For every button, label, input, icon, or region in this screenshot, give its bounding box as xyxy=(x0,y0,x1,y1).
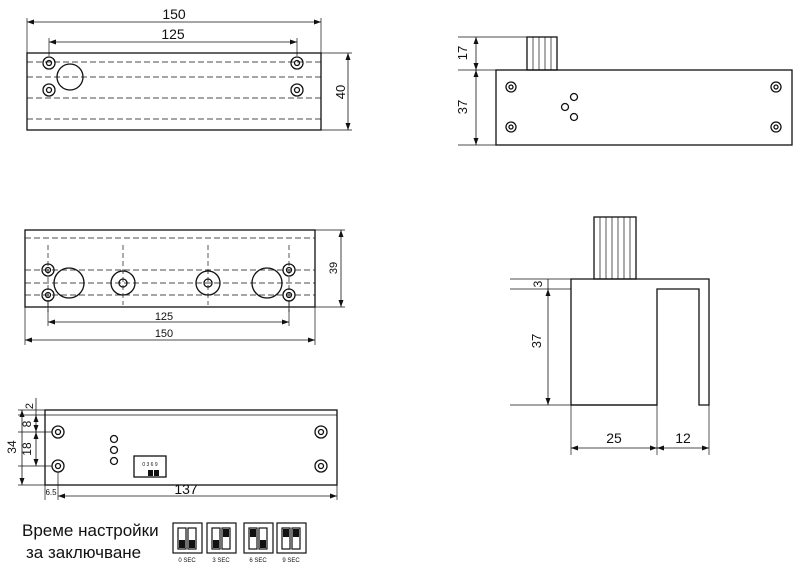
side-view xyxy=(458,36,793,146)
bottom-view-width-label: 150 xyxy=(155,328,173,340)
dip-switch xyxy=(133,455,167,478)
side-view-body xyxy=(495,69,793,146)
timing-option-label: 9 SEC xyxy=(282,558,300,564)
front-view-total-label: 34 xyxy=(5,440,19,454)
caption-line-1: Време настройки xyxy=(22,521,159,540)
timing-option-label: 0 SEC xyxy=(178,558,196,564)
front-view-upper-label: 8 xyxy=(20,420,34,427)
timing-options xyxy=(172,522,307,554)
lock-timing-caption: Време настройки за заключване xyxy=(22,520,159,564)
front-view-length-label: 137 xyxy=(174,481,198,497)
timing-option-label: 3 SEC xyxy=(212,558,230,564)
bottom-view-body xyxy=(24,229,316,308)
front-view-lower-label: 18 xyxy=(20,442,34,456)
top-view-height-label: 40 xyxy=(333,85,348,99)
front-view xyxy=(18,398,338,500)
front-view-body xyxy=(44,409,338,486)
dip-switch-positions-label: 0 3 6 9 xyxy=(142,462,158,468)
end-view-lip-label: 12 xyxy=(675,430,691,446)
side-view-pin-height-label: 17 xyxy=(455,46,470,60)
timing-option-3-sec xyxy=(206,522,237,554)
timing-option-label: 6 SEC xyxy=(249,558,267,564)
end-view-width-label: 25 xyxy=(606,430,622,446)
timing-option-9-sec xyxy=(276,522,307,554)
top-view-spindle-hole xyxy=(56,63,84,91)
end-view-body xyxy=(570,278,710,406)
top-view xyxy=(26,18,352,131)
top-view-body xyxy=(26,52,322,131)
side-view-body-height-label: 37 xyxy=(455,100,470,114)
end-view-height-label: 37 xyxy=(529,334,544,348)
side-view-pin xyxy=(526,36,558,71)
bottom-view xyxy=(24,229,345,345)
caption-line-2: за заключване xyxy=(26,543,142,562)
front-view-top-offset-label: 2 xyxy=(24,403,36,409)
front-view-edge-offset-label: 6.5 xyxy=(45,488,57,497)
bottom-view-hole-spacing-label: 125 xyxy=(155,311,173,323)
top-view-hole-spacing-label: 125 xyxy=(161,26,185,42)
bottom-view-height-label: 39 xyxy=(328,262,340,274)
timing-option-6-sec xyxy=(243,522,274,554)
timing-option-0-sec xyxy=(172,522,203,554)
top-view-width-label: 150 xyxy=(162,6,186,22)
end-view xyxy=(510,216,710,455)
end-view-gap-label: 3 xyxy=(531,280,545,287)
